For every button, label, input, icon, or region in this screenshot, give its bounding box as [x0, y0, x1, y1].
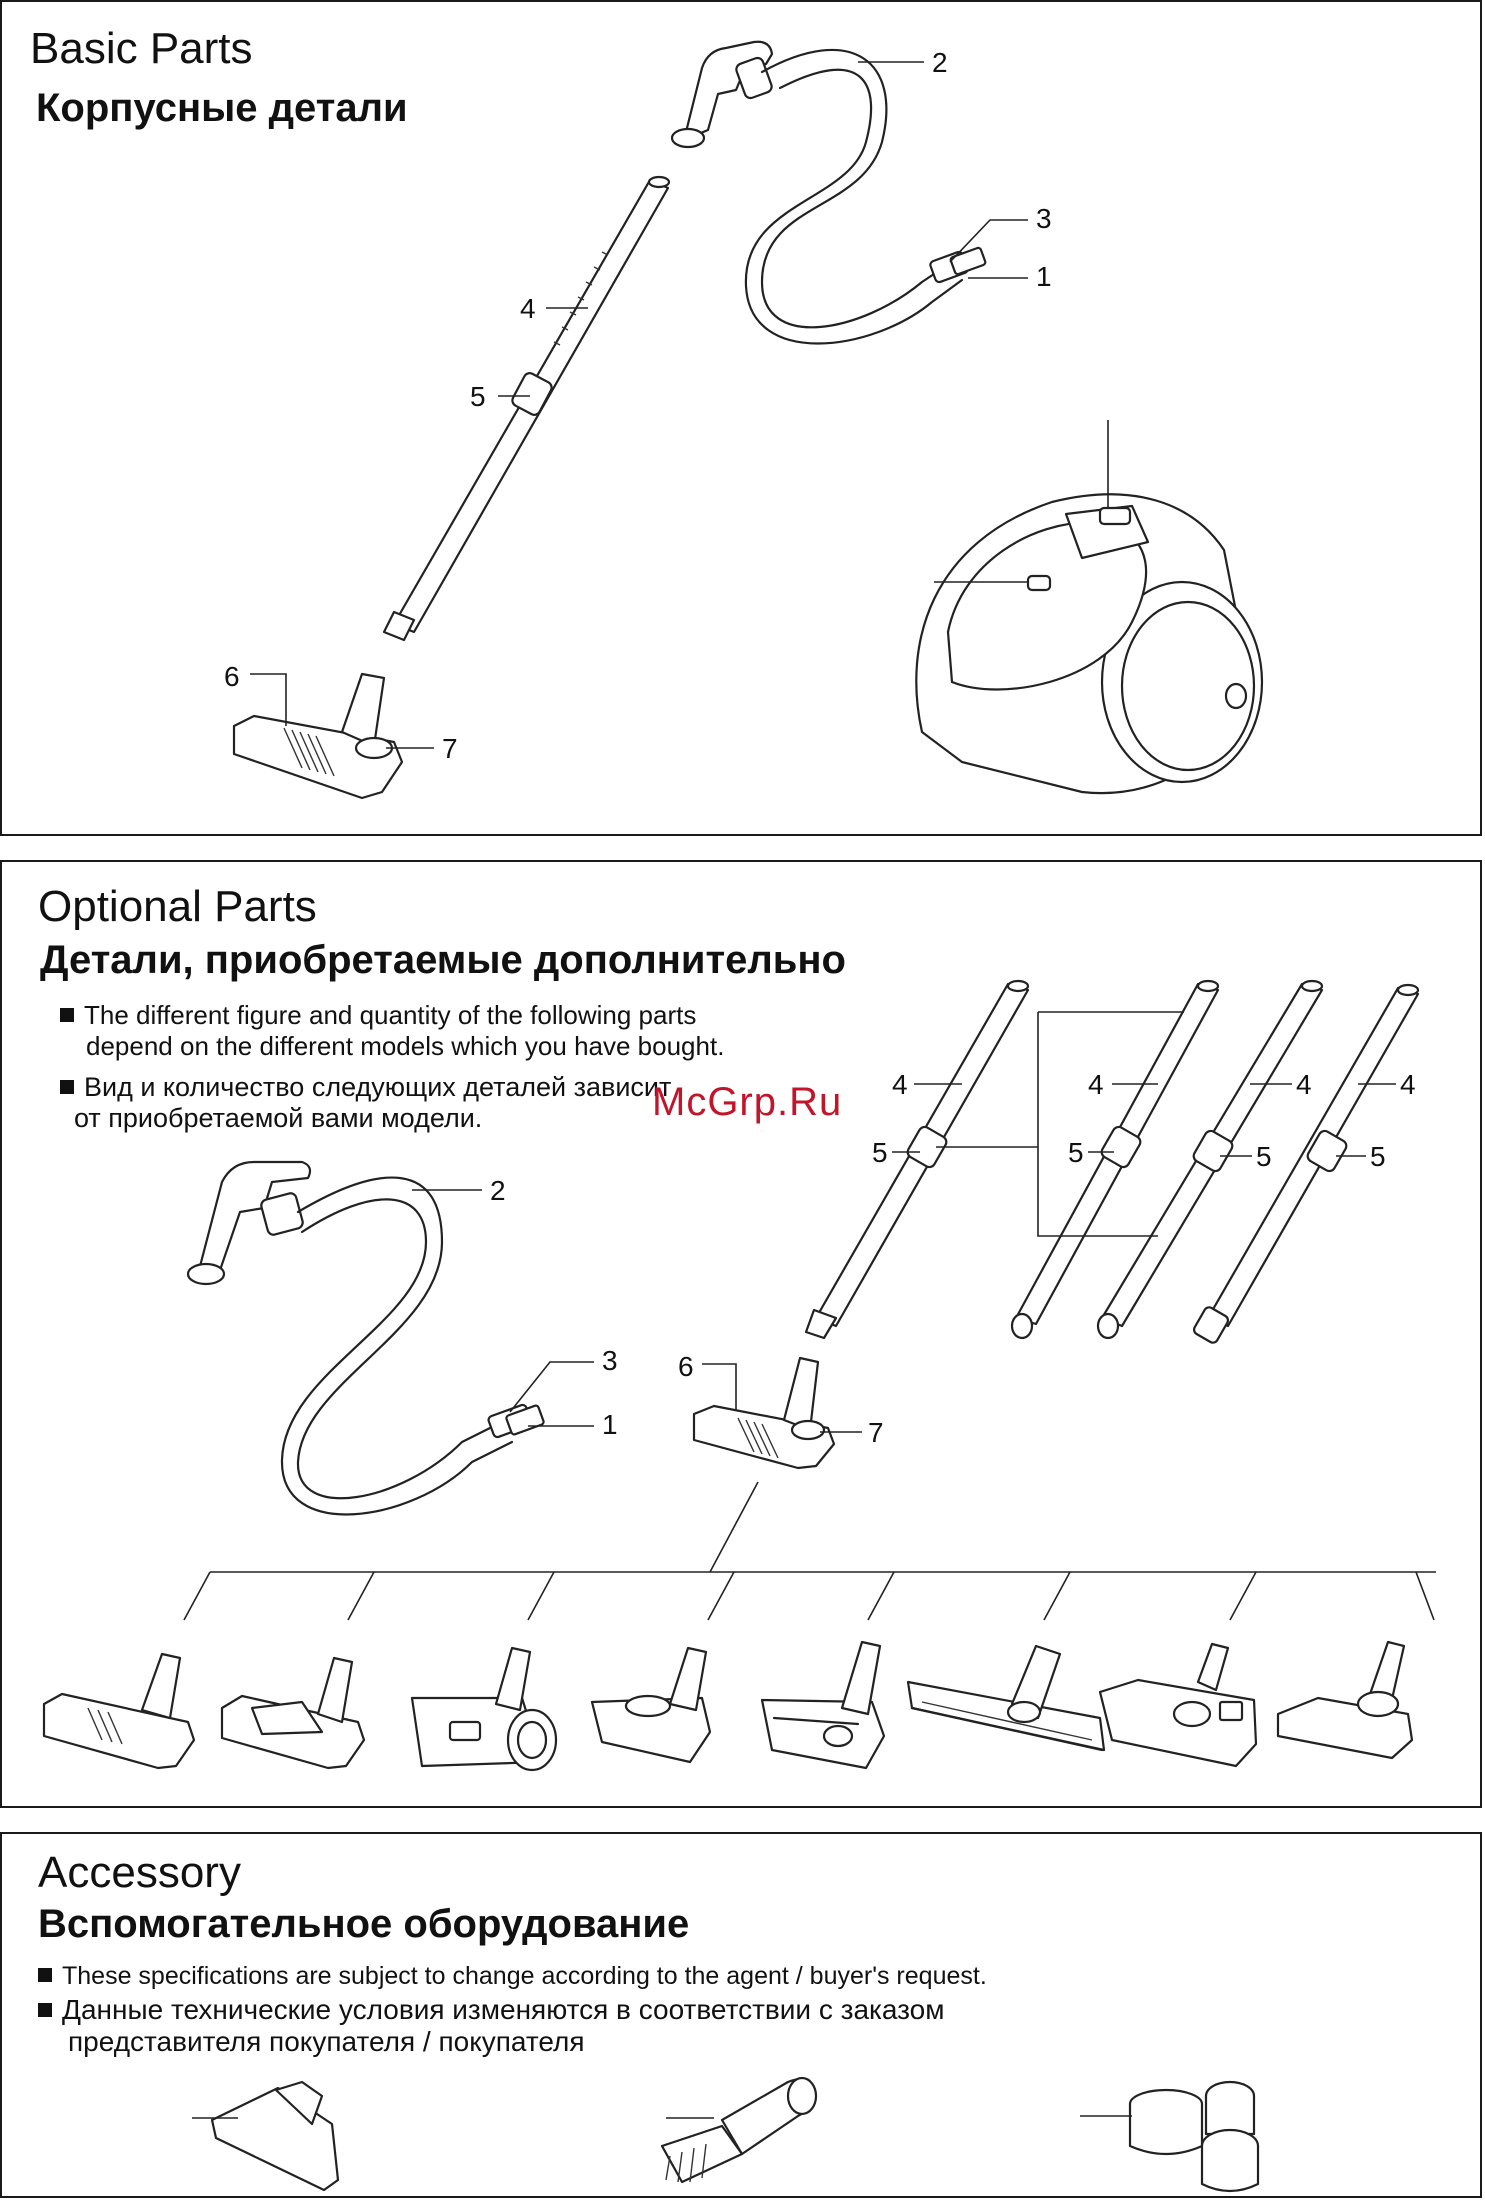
- optional-note-ru-line1: Вид и количество следующих деталей завис…: [84, 1072, 672, 1102]
- optional-label-6: 6: [678, 1351, 694, 1382]
- watermark-text: McGrp.Ru: [652, 1080, 843, 1124]
- optional-label-4e: 4: [1400, 1069, 1416, 1100]
- accessory-note-en-text: These specifications are subject to chan…: [62, 1962, 987, 1990]
- optional-label-4d: 5: [1256, 1141, 1272, 1172]
- nozzle-variant-1-drawing: [42, 1652, 196, 1770]
- optional-label-7: 7: [868, 1417, 884, 1448]
- basic-label-3: 3: [1036, 203, 1052, 234]
- basic-label-6: 6: [224, 661, 240, 692]
- optional-label-4b: 4: [1088, 1069, 1104, 1100]
- bullet-square-icon: [38, 1968, 52, 1982]
- optional-label-4a: 4: [892, 1069, 908, 1100]
- basic-parts-illustration: 2 3 1 4 5 6 7: [224, 40, 1264, 800]
- optional-pipe-2-drawing: [1010, 979, 1220, 1340]
- accessory-note-ru-line1: Данные технические условия изменяются в …: [62, 1994, 945, 2025]
- optional-note-ru: Вид и количество следующих деталей завис…: [60, 1072, 671, 1134]
- basic-parts-title-ru: Корпусные детали: [36, 86, 408, 130]
- nozzle-variant-7-drawing: [1098, 1642, 1258, 1768]
- basic-label-1: 1: [1036, 261, 1052, 292]
- optional-label-5e: 5: [1370, 1141, 1386, 1172]
- accessory-illustration: [192, 2076, 1260, 2193]
- hose-handle-drawing: [670, 40, 774, 149]
- optional-pipe-1-drawing: [804, 979, 1030, 1340]
- optional-floor-nozzle-drawing: [692, 1356, 836, 1470]
- bullet-square-icon: [38, 2003, 52, 2017]
- optional-parts-illustration: 2 3 1: [42, 979, 1436, 1772]
- optional-label-4c: 4: [1296, 1069, 1312, 1100]
- extension-pipe-drawing: [382, 175, 671, 642]
- optional-note-en: The different figure and quantity of the…: [60, 1000, 724, 1062]
- dusting-brush-drawing: [660, 2076, 818, 2184]
- basic-label-7: 7: [442, 733, 458, 764]
- basic-parts-section: Basic Parts Корпусные детали: [0, 0, 1482, 836]
- optional-note-ru-line2: от приобретаемой вами модели.: [74, 1103, 483, 1133]
- basic-label-5: 5: [470, 381, 486, 412]
- nozzle-variant-4-drawing: [590, 1646, 712, 1764]
- accessory-note-en: These specifications are subject to chan…: [38, 1962, 987, 1991]
- vacuum-cleaner-body-drawing: [915, 420, 1264, 795]
- optional-note-en-line2: depend on the different models which you…: [86, 1031, 725, 1061]
- floor-nozzle-drawing: [232, 672, 404, 800]
- optional-pipe-4-drawing: [1192, 983, 1420, 1344]
- optional-note-en-line1: The different figure and quantity of the…: [84, 1000, 697, 1030]
- basic-label-2: 2: [932, 47, 948, 78]
- bullet-square-icon: [60, 1008, 74, 1022]
- basic-parts-title-en: Basic Parts: [30, 24, 253, 73]
- optional-pipe-3-drawing: [1096, 979, 1324, 1340]
- bullet-square-icon: [60, 1080, 74, 1094]
- accessory-title-ru: Вспомогательное оборудование: [38, 1902, 690, 1946]
- nozzle-variant-3-drawing: [410, 1646, 558, 1772]
- nozzle-variant-5-drawing: [760, 1640, 886, 1770]
- optional-parts-section: Optional Parts Детали, приобретаемые доп…: [0, 860, 1482, 1808]
- crevice-nozzle-drawing: [192, 2080, 340, 2192]
- optional-label-2: 2: [490, 1175, 506, 1206]
- optional-parts-title-en: Optional Parts: [38, 882, 317, 931]
- nozzle-variant-8-drawing: [1276, 1640, 1414, 1760]
- basic-label-4: 4: [520, 293, 536, 324]
- optional-label-5a: 5: [872, 1137, 888, 1168]
- accessory-holder-drawing: [1080, 2080, 1260, 2193]
- optional-label-5b: 5: [1068, 1137, 1084, 1168]
- accessory-note-ru: Данные технические условия изменяются в …: [38, 1994, 945, 2058]
- optional-hose-drawing: [186, 1160, 545, 1516]
- optional-label-3: 3: [602, 1345, 618, 1376]
- nozzle-variant-2-drawing: [220, 1656, 366, 1770]
- accessory-section: Accessory Вспомогательное оборудование T…: [0, 1832, 1482, 2198]
- optional-parts-title-ru: Детали, приобретаемые дополнительно: [40, 938, 846, 982]
- accessory-note-ru-line2: представителя покупателя / покупателя: [68, 2026, 585, 2057]
- accessory-title-en: Accessory: [38, 1848, 241, 1897]
- nozzle-variant-6-drawing: [906, 1644, 1106, 1752]
- optional-label-1: 1: [602, 1409, 618, 1440]
